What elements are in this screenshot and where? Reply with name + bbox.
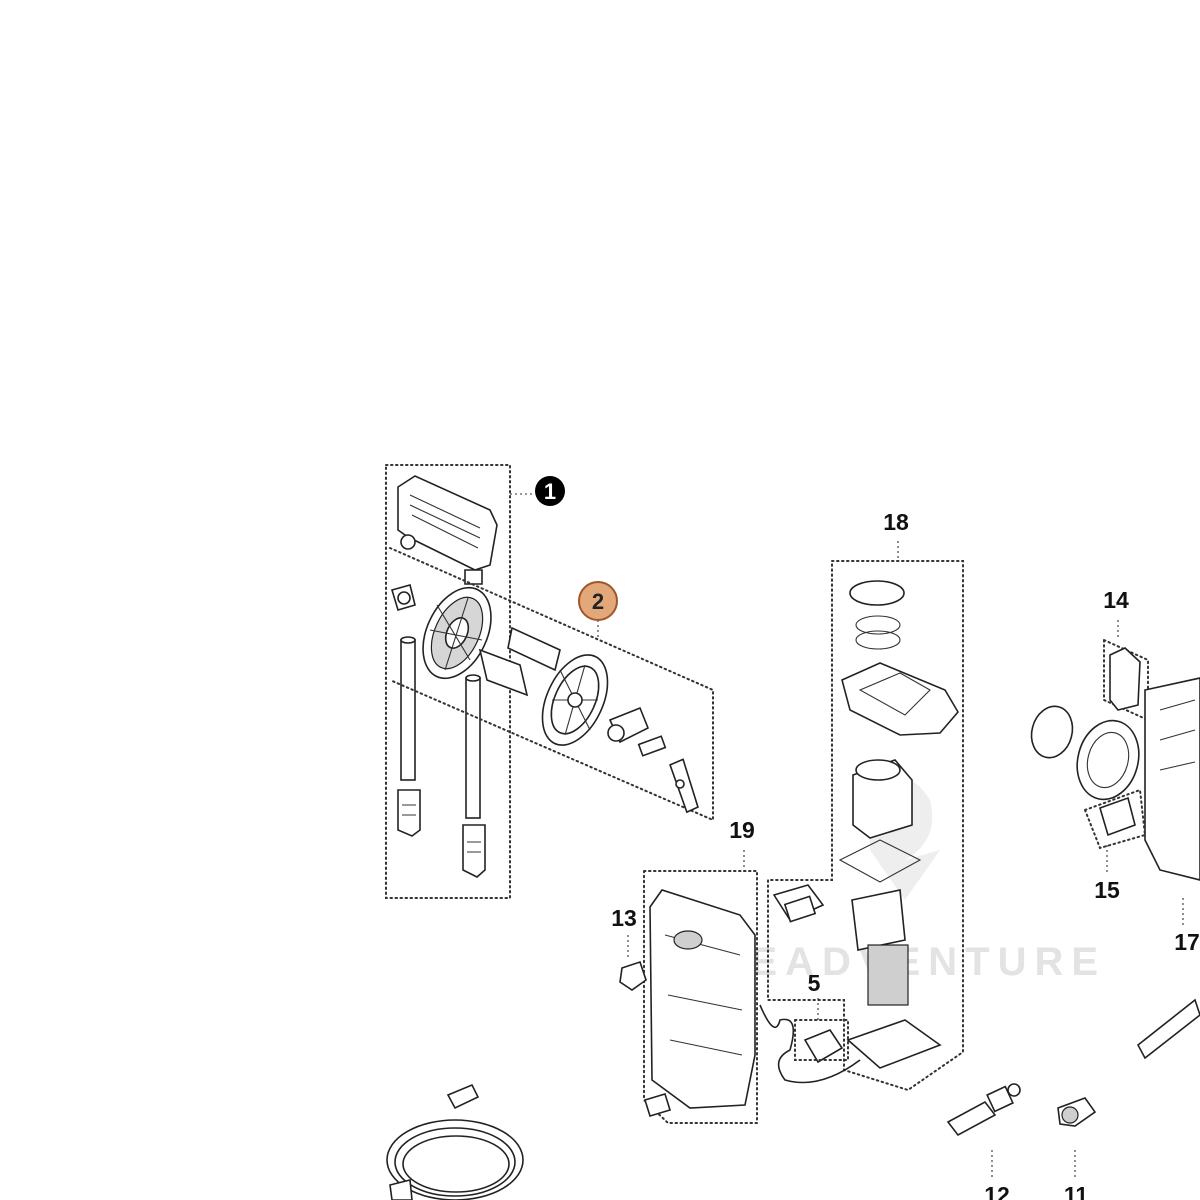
callout-5-label: 5 <box>808 970 821 996</box>
callout-2-badge <box>578 581 618 621</box>
callout-14-label: 14 <box>1103 587 1129 613</box>
callout-13-label: 13 <box>611 905 637 931</box>
part-5 <box>794 1019 849 1064</box>
callout-12-label: 12 <box>984 1182 1010 1200</box>
callout-1-badge <box>535 476 565 506</box>
hose <box>386 1083 524 1200</box>
right-side-parts-group <box>1030 639 1200 1060</box>
callout-11-label: 11 <box>1064 1182 1089 1200</box>
callout-18-label: 18 <box>883 509 909 535</box>
callout-15-label: 15 <box>1094 877 1120 903</box>
callout-1: 1 <box>535 476 565 506</box>
callout-1-label: 1 <box>544 479 556 504</box>
callout-19-label: 19 <box>729 817 755 843</box>
wheel-assembly-group <box>389 547 714 822</box>
housing-assembly-group <box>619 850 861 1124</box>
bottom-fittings-group <box>946 1083 1097 1180</box>
motor-pump-assembly-group <box>767 541 964 1092</box>
watermark-text: LEADVENTURE <box>718 940 1106 984</box>
callout-2-label: 2 <box>592 589 604 614</box>
handle-assembly-group <box>385 464 535 899</box>
callout-2: 2 <box>578 581 618 621</box>
callout-17-label: 17 <box>1174 929 1200 955</box>
